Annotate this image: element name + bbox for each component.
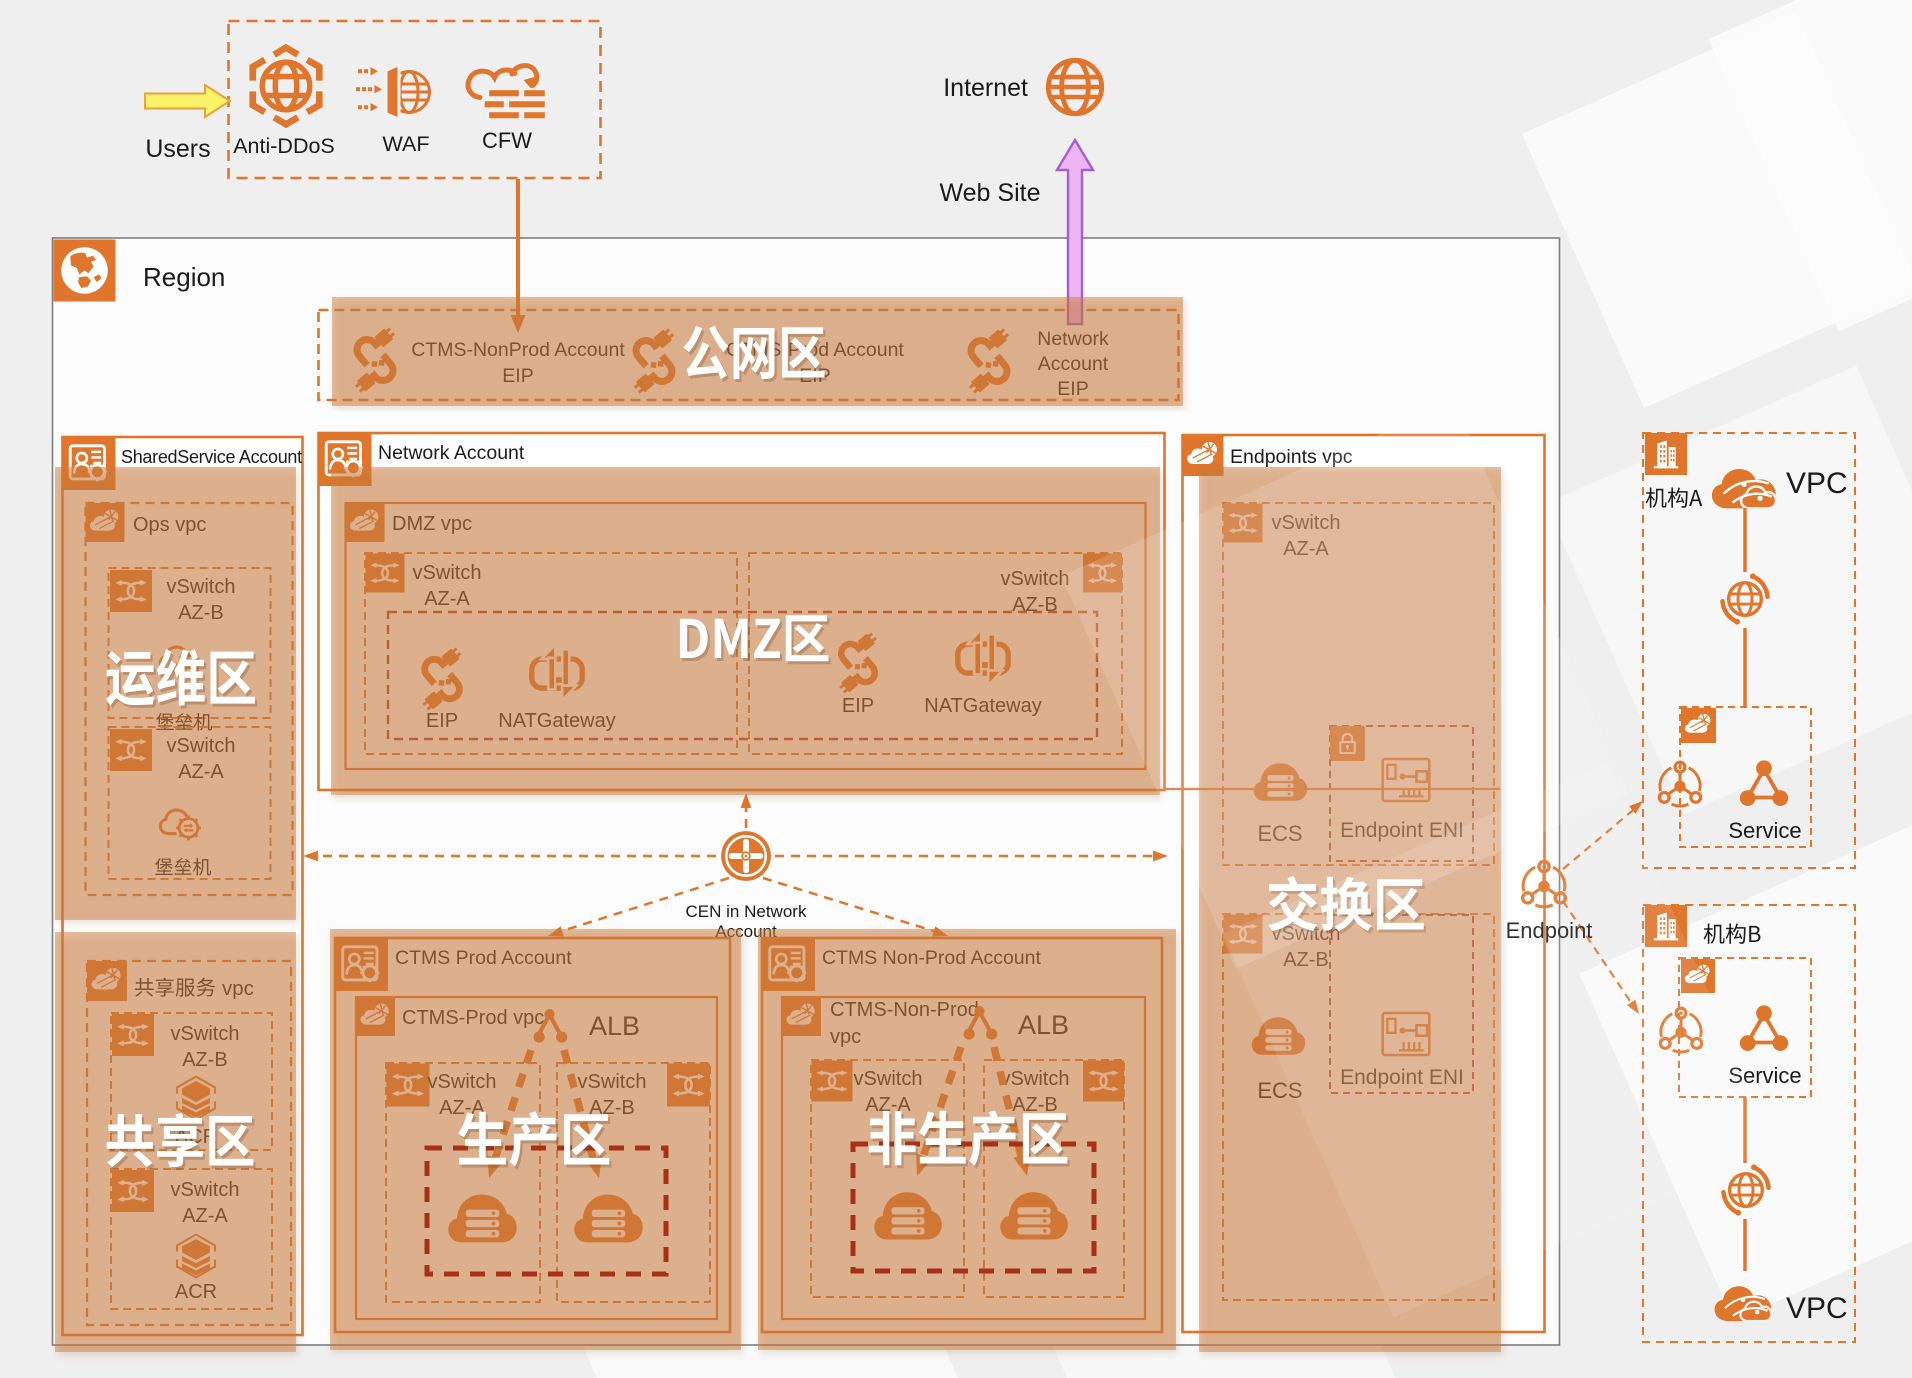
svg-text:CFW: CFW [482,128,532,153]
svg-text:SharedService Account: SharedService Account [121,447,302,467]
svg-text:VPC: VPC [1786,467,1848,500]
svg-text:WAF: WAF [383,132,430,156]
svg-text:Endpoint: Endpoint [1506,918,1593,943]
svg-text:Network Account: Network Account [378,442,525,464]
svg-text:Users: Users [145,135,210,163]
svg-text:Internet: Internet [943,74,1028,102]
svg-text:Service: Service [1728,818,1801,843]
svg-text:Region: Region [143,262,225,292]
svg-text:Endpoints vpc: Endpoints vpc [1230,446,1353,468]
svg-text:Service: Service [1728,1063,1801,1088]
svg-text:VPC: VPC [1786,1292,1848,1325]
svg-text:Web Site: Web Site [940,179,1041,207]
svg-text:CEN in Network: CEN in Network [686,902,807,921]
svg-text:Anti-DDoS: Anti-DDoS [233,134,335,158]
